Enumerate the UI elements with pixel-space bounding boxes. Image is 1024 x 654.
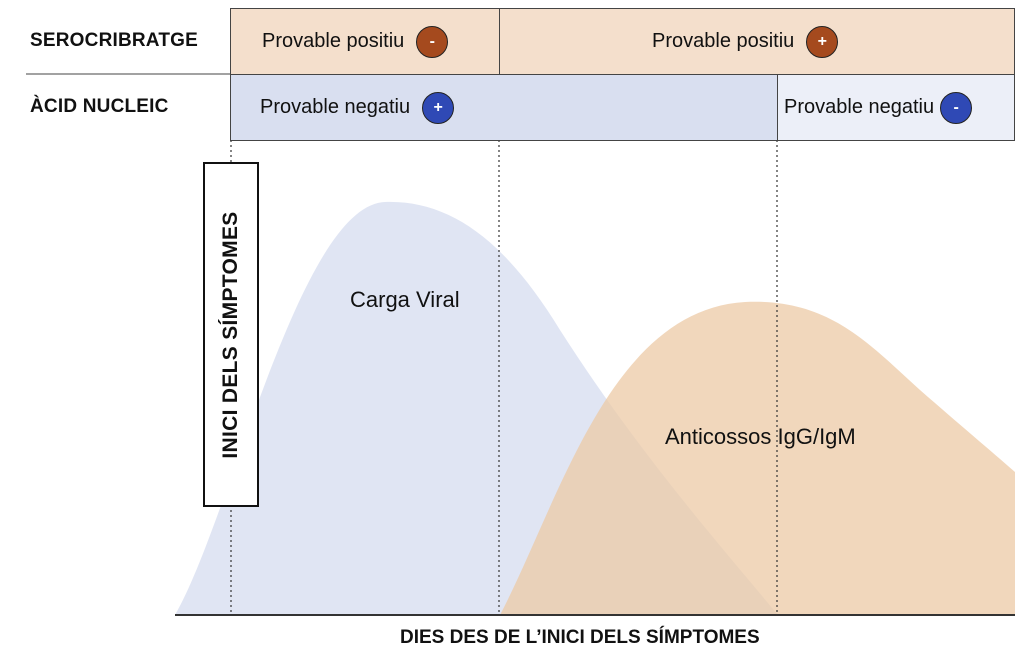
nucleic-box-late: Provable negatiu - <box>777 74 1015 141</box>
antibody-label: Anticossos IgG/IgM <box>665 424 856 449</box>
symptom-onset-label: INICI DELS SÍMPTOMES <box>219 210 242 459</box>
nucleic-late-text: Provable negatiu <box>784 96 935 118</box>
serology-late-text: Provable positiu <box>652 30 795 52</box>
serology-row-label: SEROCRIBRATGE <box>30 30 198 51</box>
nucleic-box-early: Provable negatiu + <box>230 74 778 141</box>
serology-box-late: Provable positiu + <box>499 8 1015 75</box>
nucleic-row-label: ÀCID NUCLEIC <box>30 96 169 117</box>
plus-badge-icon: + <box>422 91 455 124</box>
plus-badge-icon: + <box>806 25 839 58</box>
minus-badge-icon: - <box>416 25 449 58</box>
viral-load-label: Carga Viral <box>350 287 460 312</box>
minus-badge-icon: - <box>940 91 973 124</box>
x-axis-label: DIES DES DE L’INICI DELS SÍMPTOMES <box>400 627 760 648</box>
serology-box-early: Provable positiu - <box>230 8 500 75</box>
symptom-onset-box: INICI DELS SÍMPTOMES <box>203 162 259 507</box>
serology-early-text: Provable positiu <box>262 30 405 52</box>
nucleic-early-text: Provable negatiu <box>260 96 411 118</box>
antibody-curve <box>500 301 1015 615</box>
